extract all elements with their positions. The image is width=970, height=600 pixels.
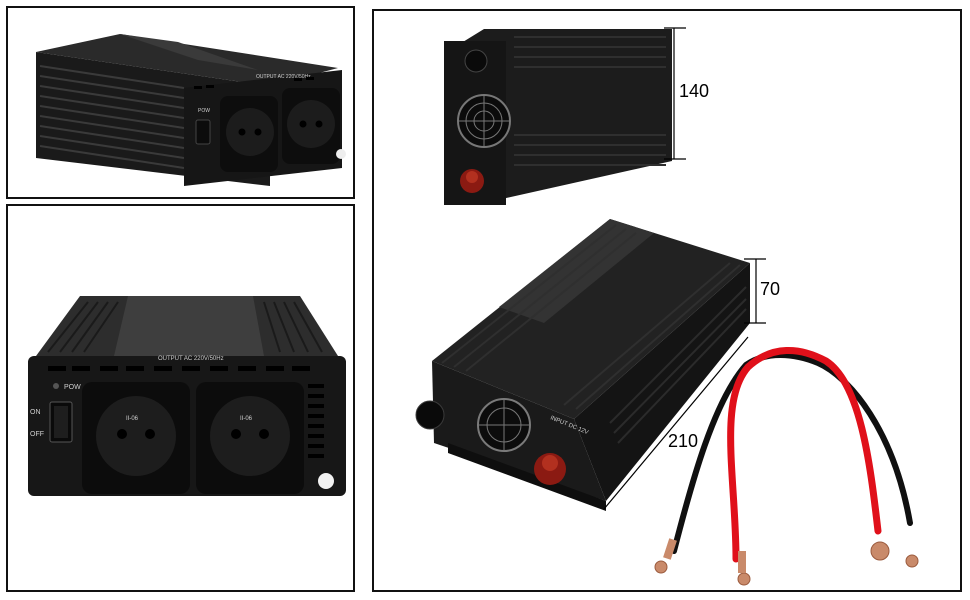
inverter-back-view xyxy=(444,29,672,205)
output-label: OUTPUT AC 220V/50Hz xyxy=(256,74,311,80)
output-label: OUTPUT AC 220V/50Hz xyxy=(158,356,224,362)
fuse-knob xyxy=(464,49,488,73)
inverter-dimension-image: 140 xyxy=(415,27,919,586)
pow-label: POW xyxy=(64,384,81,391)
power-switch xyxy=(195,119,211,145)
ac-socket: II-06 xyxy=(196,382,304,494)
product-photo-front: OUTPUT AC 220V/50Hz POW ON OFF II xyxy=(6,204,355,592)
length-dimension: 210 xyxy=(668,431,698,451)
socket-mark: II-06 xyxy=(240,416,253,422)
battery-cables xyxy=(654,347,919,586)
product-photo-angled-front: OUTPUT AC 220V/50Hz POW xyxy=(6,6,355,199)
product-photo-dimensions: 140 xyxy=(372,9,962,592)
on-label: ON xyxy=(30,409,41,416)
indicator-sticker xyxy=(336,149,346,159)
height-dimension: 140 xyxy=(679,81,709,101)
indicator-sticker xyxy=(318,473,334,489)
inverter-angled-front-image: OUTPUT AC 220V/50Hz POW xyxy=(36,34,346,186)
ac-socket xyxy=(220,96,278,172)
pow-label: POW xyxy=(198,108,210,114)
depth-dimension: 70 xyxy=(760,279,780,299)
ac-socket xyxy=(282,88,340,164)
socket-mark: II-06 xyxy=(126,416,139,422)
off-label: OFF xyxy=(30,431,44,438)
power-led xyxy=(53,383,59,389)
ac-socket: II-06 xyxy=(82,382,190,494)
inverter-front-image: OUTPUT AC 220V/50Hz POW ON OFF II xyxy=(28,296,346,496)
inverter-isometric-view: INPUT DC 12V xyxy=(415,219,750,511)
